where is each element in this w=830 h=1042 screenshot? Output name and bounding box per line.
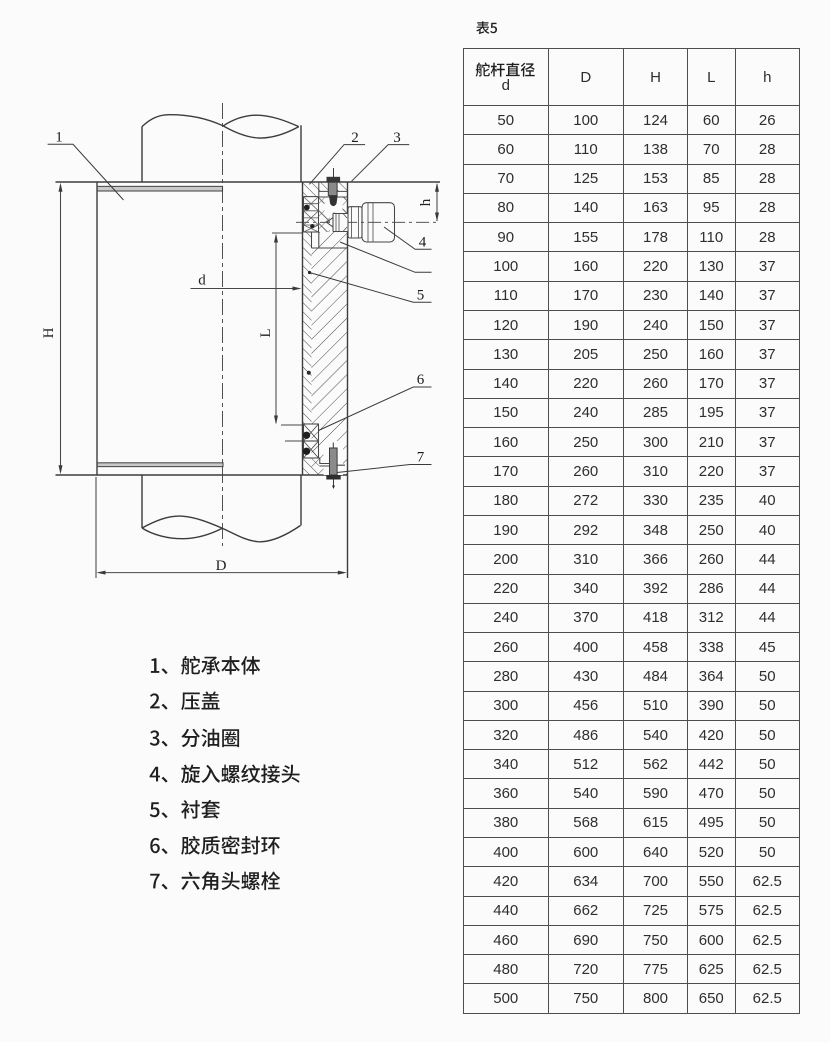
svg-text:1: 1 [55, 130, 63, 146]
svg-text:h: h [418, 198, 434, 206]
svg-text:4: 4 [419, 235, 427, 251]
svg-text:6: 6 [417, 372, 425, 388]
svg-text:H: H [41, 327, 57, 338]
svg-text:L: L [258, 328, 274, 337]
svg-text:5: 5 [417, 287, 425, 303]
svg-text:2: 2 [351, 130, 359, 146]
svg-text:D: D [216, 558, 227, 574]
svg-text:d: d [198, 273, 206, 289]
svg-text:7: 7 [417, 450, 425, 466]
svg-text:3: 3 [393, 130, 401, 146]
